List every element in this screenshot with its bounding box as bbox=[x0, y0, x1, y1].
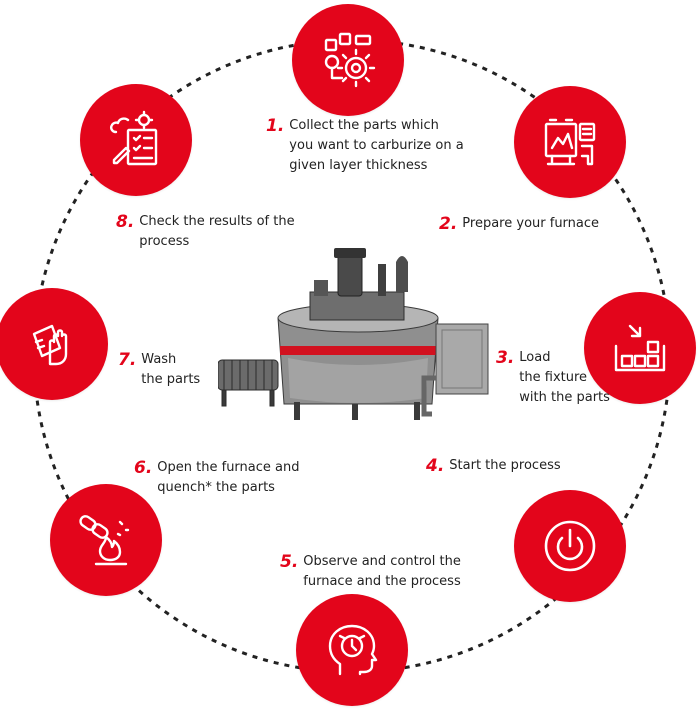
chain-fire-icon bbox=[79, 515, 130, 566]
step-number: 3. bbox=[496, 348, 515, 368]
step-number: 1. bbox=[266, 116, 285, 136]
step-4-circle bbox=[514, 490, 626, 602]
step-text-line: Wash bbox=[141, 352, 177, 367]
step-text-line: the fixture bbox=[519, 370, 588, 385]
furnace-panel-icon bbox=[544, 118, 596, 166]
step-5-circle bbox=[296, 594, 408, 706]
step-text-line: Load bbox=[519, 350, 551, 365]
step-text-line: Check the results of the bbox=[139, 214, 295, 229]
step-text-line: Open the furnace and bbox=[157, 460, 300, 475]
step-number: 7. bbox=[118, 350, 137, 370]
step-text-line: given layer thickness bbox=[289, 158, 428, 173]
step-1-label: 1. Collect the parts which you want to c… bbox=[266, 116, 464, 176]
step-text-line: Collect the parts which bbox=[289, 118, 439, 133]
step-8-label: 8. Check the results of the process bbox=[116, 212, 295, 252]
step-number: 2. bbox=[439, 214, 458, 234]
gears-parts-icon bbox=[324, 32, 376, 88]
report-checklist-icon bbox=[110, 110, 158, 166]
step-number: 5. bbox=[280, 552, 299, 572]
step-text-line: Prepare your furnace bbox=[462, 216, 600, 231]
step-4-label: 4. Start the process bbox=[426, 456, 561, 476]
step-7-label: 7. Wash the parts bbox=[118, 350, 200, 390]
step-text-line: quench* the parts bbox=[157, 480, 275, 495]
step-text-line: process bbox=[139, 234, 190, 249]
step-text-line: the parts bbox=[141, 372, 201, 387]
step-2-circle bbox=[514, 86, 626, 198]
step-number: 6. bbox=[134, 458, 153, 478]
step-number: 8. bbox=[116, 212, 135, 232]
hand-cleaning-icon bbox=[32, 324, 68, 366]
step-6-circle bbox=[50, 484, 162, 596]
step-text-line: you want to carburize on a bbox=[289, 138, 464, 153]
step-number: 4. bbox=[426, 456, 445, 476]
step-2-label: 2. Prepare your furnace bbox=[439, 214, 599, 234]
fixture-load-icon bbox=[614, 324, 666, 372]
step-text-line: Start the process bbox=[449, 458, 561, 473]
step-3-label: 3. Load the fixture with the parts bbox=[496, 348, 610, 408]
furnace-image bbox=[218, 248, 489, 420]
step-1-circle bbox=[292, 4, 404, 116]
head-clock-icon bbox=[328, 624, 378, 676]
step-8-circle bbox=[80, 84, 192, 196]
step-text-line: Observe and control the bbox=[303, 554, 461, 569]
step-6-label: 6. Open the furnace and quench* the part… bbox=[134, 458, 300, 498]
step-3-circle bbox=[584, 292, 696, 404]
step-text-line: furnace and the process bbox=[303, 574, 461, 589]
power-icon bbox=[544, 520, 596, 572]
step-7-circle bbox=[0, 288, 108, 400]
step-5-label: 5. Observe and control the furnace and t… bbox=[280, 552, 461, 592]
step-text-line: with the parts bbox=[519, 390, 610, 405]
